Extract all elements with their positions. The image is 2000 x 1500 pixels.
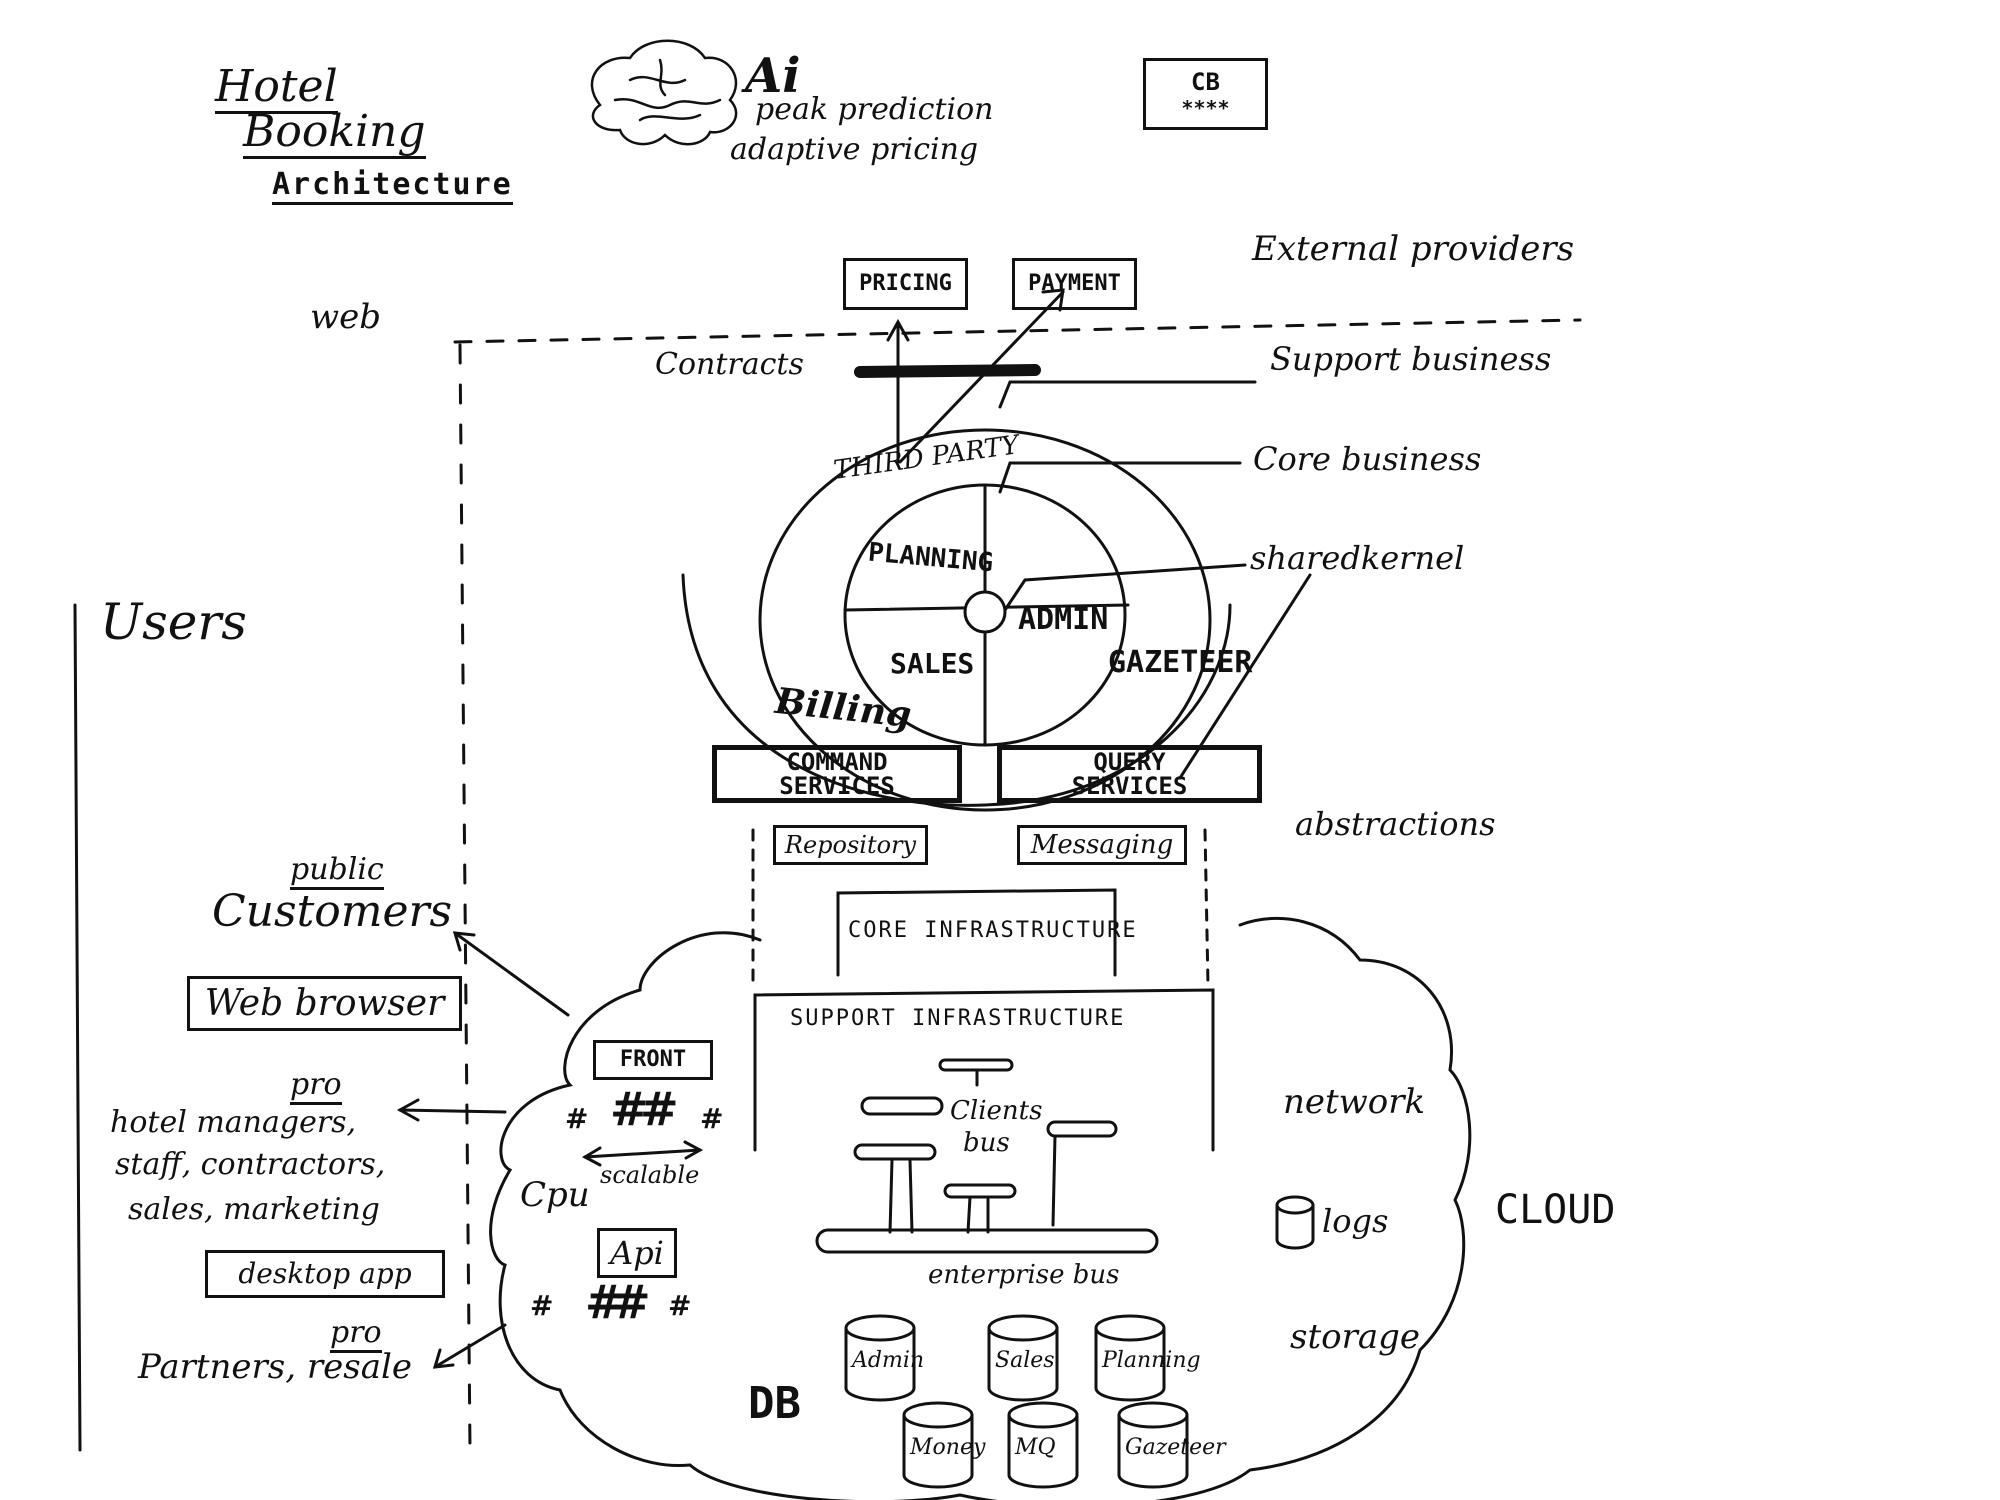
cpu-hash-mark: #	[530, 1289, 553, 1322]
db-label-admin: Admin	[852, 1348, 925, 1373]
query-services-box: QUERY SERVICES	[997, 745, 1262, 803]
pro-desc-line-2: staff, contractors,	[115, 1147, 386, 1182]
network-label: network	[1283, 1082, 1426, 1122]
pro-desc-line-1: hotel managers,	[110, 1105, 357, 1140]
db-cylinder-sales	[987, 1314, 1059, 1402]
users-label: Users	[100, 593, 247, 651]
cpu-hash-mark: #	[565, 1102, 588, 1135]
query-gazeteer-line	[1178, 573, 1312, 780]
cloud-label: CLOUD	[1495, 1187, 1616, 1233]
web-label: web	[310, 297, 381, 337]
db-cylinder-mq	[1007, 1401, 1079, 1489]
ai-line-2: adaptive pricing	[730, 132, 979, 167]
cpu-hash-mark: #	[585, 1275, 624, 1329]
clients-bus-label-1: Clients	[950, 1096, 1043, 1126]
pro-label-2: pro	[330, 1318, 382, 1353]
db-label: DB	[748, 1378, 801, 1429]
clients-bus-pipe-top	[938, 1058, 1014, 1072]
front-box: FRONT	[593, 1040, 713, 1080]
title-line-2: Booking	[243, 106, 426, 159]
cb-box: CB ****	[1143, 58, 1268, 130]
payment-box: PAYMENT	[1012, 258, 1137, 310]
external-providers-label: External providers	[1252, 229, 1575, 269]
title-line-1: Hotel	[215, 61, 338, 114]
cpu-hash-mark: #	[700, 1102, 723, 1135]
web-boundary-line	[453, 318, 1582, 344]
scalable-label: scalable	[600, 1161, 700, 1189]
enterprise-bus-label: enterprise bus	[928, 1260, 1120, 1290]
gazeteer-label: GAZETEER	[1108, 645, 1253, 680]
enterprise-bus-pipe	[815, 1228, 1159, 1254]
cb-stars: ****	[1181, 96, 1230, 120]
users-boundary-line	[458, 343, 472, 1452]
db-cylinder-money	[902, 1401, 974, 1489]
support-business-label: Support business	[1270, 340, 1552, 378]
messaging-box: Messaging	[1017, 825, 1187, 865]
contracts-bar	[854, 364, 1041, 378]
storage-label: storage	[1290, 1317, 1420, 1357]
contracts-label: Contracts	[655, 347, 804, 382]
clients-bus-pipe-right	[1046, 1120, 1118, 1138]
support-business-arc	[681, 573, 1232, 807]
support-infra-frame	[753, 988, 1215, 1152]
db-cylinder-gazeteer	[1117, 1401, 1189, 1489]
pricing-box: PRICING	[843, 258, 968, 310]
support-business-leader	[998, 380, 1257, 409]
shared-kernel-label: sharedkernel	[1250, 539, 1465, 577]
brain-icon	[590, 39, 738, 146]
customers-label: Customers	[212, 886, 453, 937]
pro-desc-line-3: sales, marketing	[128, 1192, 380, 1227]
clients-bus-pipe-left	[853, 1143, 937, 1161]
db-cylinder-admin	[844, 1314, 916, 1402]
cpu-hash-mark: #	[640, 1082, 679, 1136]
support-infrastructure-label: SUPPORT INFRASTRUCTURE	[790, 1006, 1126, 1031]
web-browser-box: Web browser	[187, 976, 462, 1031]
payment-arrow	[898, 290, 1065, 464]
users-bar	[73, 603, 82, 1452]
db-label-money: Money	[910, 1435, 986, 1460]
scalable-arrow	[583, 1148, 702, 1159]
pro-label-1: pro	[290, 1070, 342, 1105]
desktop-app-box: desktop app	[205, 1250, 445, 1298]
admin-label: ADMIN	[1018, 602, 1109, 637]
title-line-3: Architecture	[272, 170, 513, 205]
logs-cylinder-icon	[1275, 1195, 1315, 1250]
cpu-label: Cpu	[520, 1175, 590, 1215]
db-label-gazeteer: Gazeteer	[1125, 1435, 1226, 1460]
ai-label: Ai	[745, 48, 801, 104]
third-party-circle	[758, 428, 1212, 812]
db-cylinder-planning	[1094, 1314, 1166, 1402]
cpu-hash-mark: #	[610, 1082, 649, 1136]
clients-bus-pipe-mid	[943, 1183, 1017, 1199]
cpu-hash-mark: #	[612, 1275, 651, 1329]
repository-box: Repository	[773, 825, 928, 865]
shared-kernel-circle	[963, 590, 1007, 634]
cpu-hash-mark: #	[668, 1289, 691, 1322]
cloud-outline	[489, 917, 1472, 1500]
shared-kernel-leader	[1003, 563, 1247, 612]
arrow-to-pro	[398, 1108, 507, 1114]
arrow-to-customers	[453, 931, 570, 1017]
clients-bus-label-2: bus	[963, 1128, 1010, 1158]
ai-line-1: peak prediction	[755, 92, 994, 127]
cb-label: CB	[1191, 68, 1220, 96]
core-business-leader	[998, 461, 1242, 494]
core-business-label: Core business	[1253, 440, 1482, 478]
core-infrastructure-label: CORE INFRASTRUCTURE	[848, 918, 1138, 943]
logs-label: logs	[1322, 1202, 1389, 1240]
api-box: Api	[597, 1228, 677, 1278]
db-label-mq: MQ	[1015, 1435, 1056, 1460]
command-services-box: COMMAND SERVICES	[712, 745, 962, 803]
core-infra-bracket	[836, 888, 1117, 977]
sales-label: SALES	[890, 647, 975, 680]
public-label: public	[290, 855, 384, 890]
abstractions-label: abstractions	[1295, 805, 1496, 843]
clients-bus-pipe	[860, 1096, 944, 1116]
db-label-planning: Planning	[1102, 1348, 1201, 1373]
db-label-sales: Sales	[995, 1348, 1055, 1373]
partners-label: Partners, resale	[138, 1347, 412, 1387]
arrow-to-partners	[433, 1323, 507, 1369]
